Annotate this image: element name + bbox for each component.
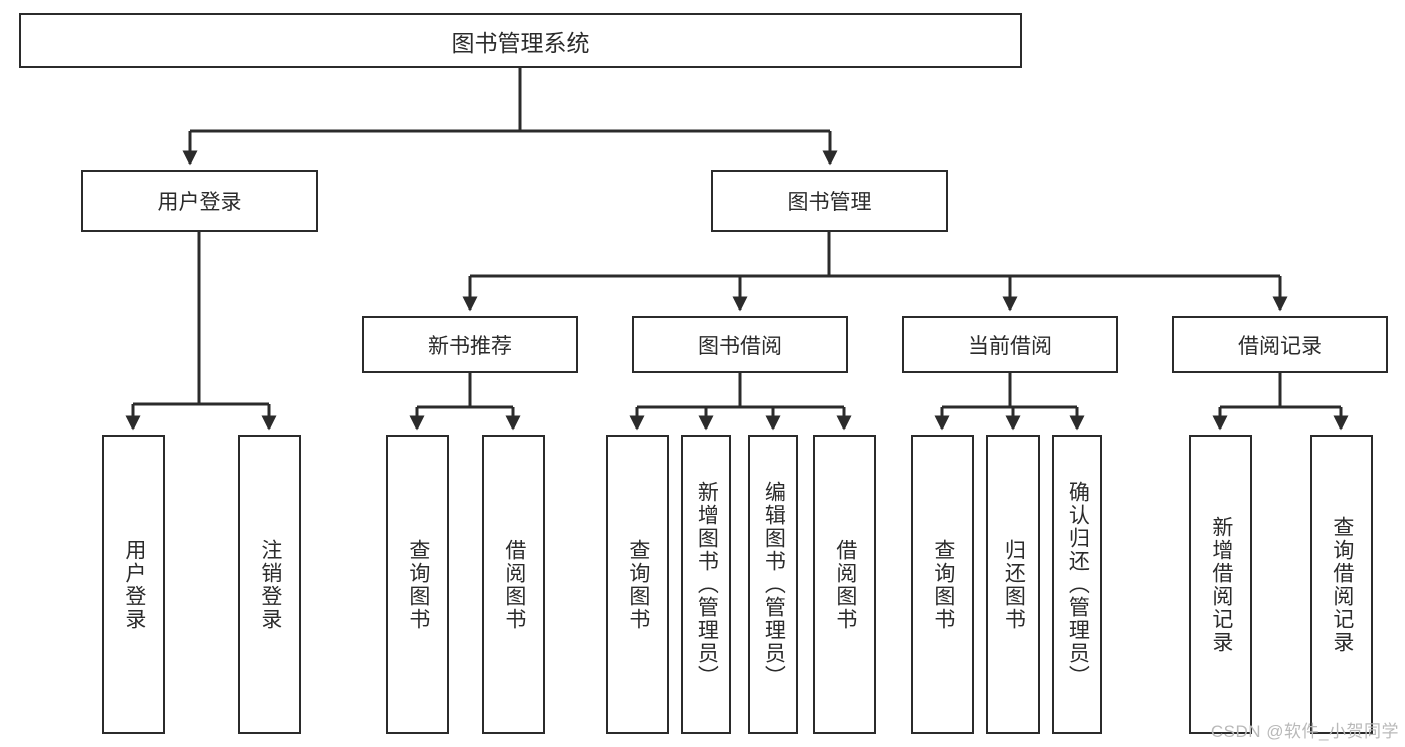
leaf-logout[interactable]: 注销登录 (238, 435, 301, 734)
leaf-query-record[interactable]: 查询借阅记录 (1310, 435, 1373, 734)
leaf-add-book-label: 新增图书（管理员） (695, 481, 719, 688)
leaf-edit-book-label: 编辑图书（管理员） (762, 481, 786, 688)
leaf-query-record-label: 查询借阅记录 (1330, 515, 1354, 654)
leaf-borrow-book-1[interactable]: 借阅图书 (482, 435, 545, 734)
leaf-query-book-2[interactable]: 查询图书 (606, 435, 669, 734)
node-root-label: 图书管理系统 (451, 29, 590, 56)
node-borrow-record[interactable]: 借阅记录 (1172, 316, 1388, 373)
node-book-borrow[interactable]: 图书借阅 (632, 316, 848, 373)
leaf-add-book[interactable]: 新增图书（管理员） (681, 435, 731, 734)
node-borrow-record-label: 借阅记录 (1238, 334, 1322, 358)
node-book-manage-label: 图书管理 (787, 191, 872, 214)
leaf-confirm-return[interactable]: 确认归还（管理员） (1052, 435, 1102, 734)
leaf-borrow-book-1-label: 借阅图书 (502, 538, 526, 631)
node-current-borrow-label: 当前借阅 (968, 334, 1052, 358)
leaf-add-record[interactable]: 新增借阅记录 (1189, 435, 1252, 734)
leaf-logout-label: 注销登录 (258, 538, 282, 631)
leaf-add-record-label: 新增借阅记录 (1209, 515, 1233, 654)
leaf-query-book-1[interactable]: 查询图书 (386, 435, 449, 734)
node-new-book-rec[interactable]: 新书推荐 (362, 316, 578, 373)
watermark: CSDN @软件_小贺同学 (1210, 722, 1399, 741)
node-user-login-label: 用户登录 (157, 191, 242, 214)
leaf-query-book-1-label: 查询图书 (406, 538, 430, 631)
node-root[interactable]: 图书管理系统 (19, 13, 1022, 68)
leaf-query-book-3-label: 查询图书 (931, 538, 955, 631)
node-book-manage[interactable]: 图书管理 (711, 170, 948, 232)
leaf-edit-book[interactable]: 编辑图书（管理员） (748, 435, 798, 734)
leaf-query-book-3[interactable]: 查询图书 (911, 435, 974, 734)
node-book-borrow-label: 图书借阅 (698, 334, 782, 358)
leaf-borrow-book-2[interactable]: 借阅图书 (813, 435, 876, 734)
node-current-borrow[interactable]: 当前借阅 (902, 316, 1118, 373)
node-new-book-rec-label: 新书推荐 (428, 334, 512, 358)
leaf-user-login-label: 用户登录 (122, 538, 146, 631)
leaf-confirm-return-label: 确认归还（管理员） (1066, 481, 1090, 688)
node-user-login[interactable]: 用户登录 (81, 170, 318, 232)
leaf-return-book[interactable]: 归还图书 (986, 435, 1040, 734)
leaf-return-book-label: 归还图书 (1002, 538, 1026, 631)
leaf-query-book-2-label: 查询图书 (626, 538, 650, 631)
leaf-user-login[interactable]: 用户登录 (102, 435, 165, 734)
leaf-borrow-book-2-label: 借阅图书 (833, 538, 857, 631)
